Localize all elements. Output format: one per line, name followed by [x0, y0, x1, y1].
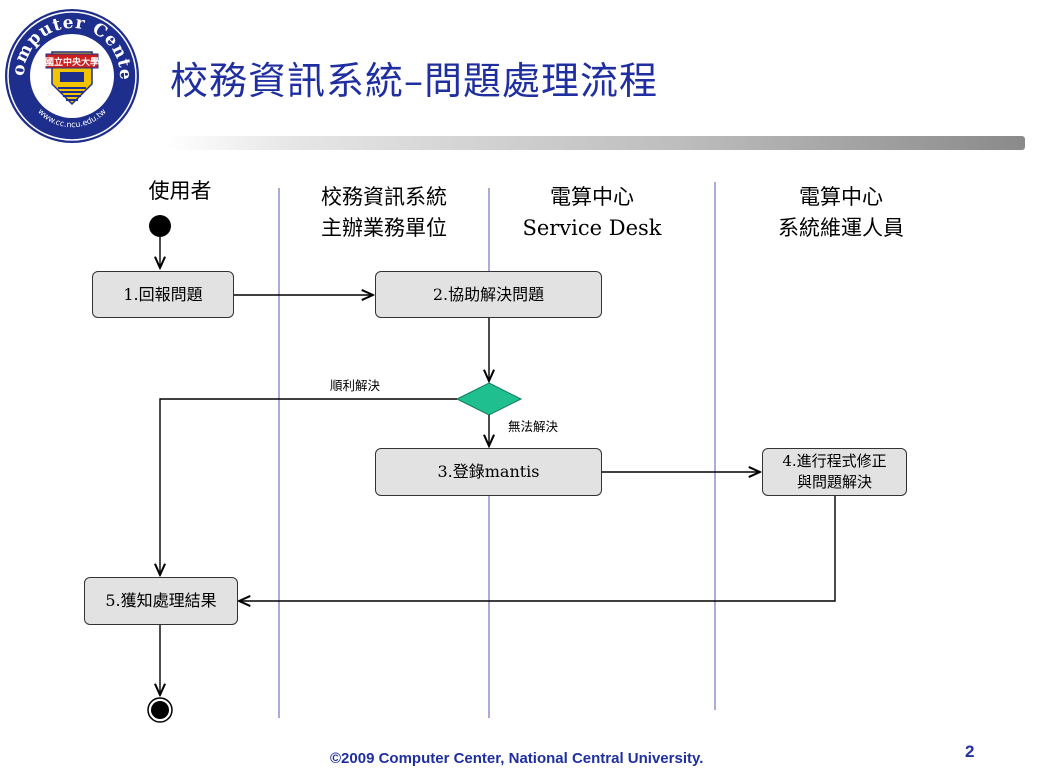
step-get-result-label: 5.獲知處理結果	[105, 591, 217, 610]
logo-badge-band	[45, 53, 99, 69]
label-resolved: 順利解決	[330, 378, 381, 393]
lane-header-ops-staff-line1: 電算中心	[799, 185, 883, 209]
computer-center-logo: Computer Center www.cc.ncu.edu.tw 國立中央大學	[2, 4, 139, 143]
lane-header-service-desk-line1: 電算中心	[550, 185, 634, 209]
step-register-mantis: 3.登錄mantis	[375, 448, 602, 496]
label-unresolved: 無法解決	[508, 419, 559, 434]
logo-ring-line	[7, 11, 137, 141]
lane-header-business-unit-line1: 校務資訊系統	[321, 185, 447, 209]
logo-stripes	[58, 87, 86, 101]
lane-header-service-desk: 電算中心 Service Desk	[490, 182, 694, 244]
lane-header-user-line1: 使用者	[148, 179, 212, 203]
page-title: 校務資訊系統–問題處理流程	[170, 59, 659, 103]
lane-header-user: 使用者	[120, 176, 240, 207]
logo-building	[60, 72, 84, 82]
end-node	[151, 701, 169, 719]
start-node	[149, 215, 171, 237]
page-number: 2	[965, 742, 975, 761]
title-underline-bar	[165, 136, 1025, 150]
lane-header-service-desk-line2: Service Desk	[522, 216, 662, 240]
step-register-mantis-label: 3.登錄mantis	[437, 462, 540, 481]
step-fix-and-resolve: 4.進行程式修正 與問題解決	[762, 448, 907, 496]
arrow-decision-to-result	[160, 398, 457, 575]
step-get-result: 5.獲知處理結果	[84, 577, 238, 625]
arrow-fix-to-result	[239, 496, 836, 601]
step-assist-solve-label: 2.協助解決問題	[432, 284, 545, 304]
logo-badge-text: 國立中央大學	[45, 56, 99, 68]
step-fix-and-resolve-line2: 與問題解決	[796, 473, 872, 491]
footer-copyright: ©2009 Computer Center, National Central …	[330, 750, 704, 767]
lane-header-ops-staff-line2: 系統維運人員	[778, 216, 904, 240]
decision-diamond	[455, 382, 523, 416]
step-report-problem-label: 1.回報問題	[123, 284, 203, 304]
step-report-problem: 1.回報問題	[92, 271, 234, 318]
lane-header-business-unit: 校務資訊系統 主辦業務單位	[280, 182, 488, 244]
lane-header-business-unit-line2: 主辦業務單位	[321, 216, 447, 240]
step-fix-and-resolve-line1: 4.進行程式修正	[782, 452, 887, 470]
step-assist-solve: 2.協助解決問題	[375, 271, 602, 318]
lane-header-ops-staff: 電算中心 系統維運人員	[716, 182, 966, 244]
